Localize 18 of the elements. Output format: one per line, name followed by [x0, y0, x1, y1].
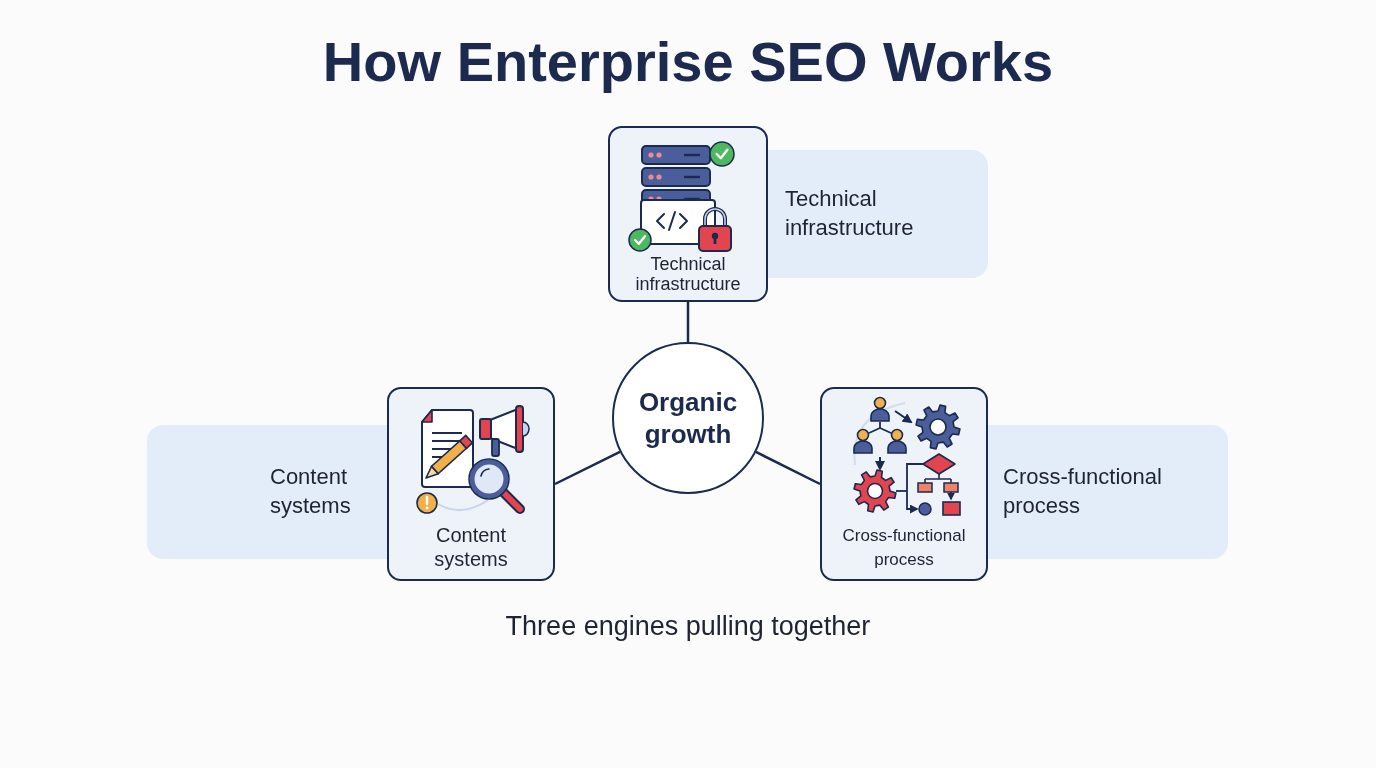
info-band [766, 150, 988, 278]
center-label: Organic growth [637, 385, 739, 451]
caption-text: Three engines pulling together [505, 610, 871, 643]
icon-card [387, 387, 555, 581]
info-band [986, 425, 1228, 559]
icon-card [820, 387, 988, 581]
card-title: Content systems [433, 523, 509, 571]
description-text: Cross-functional process [1003, 463, 1163, 520]
info-band [147, 425, 389, 559]
connector-line [554, 450, 621, 486]
description-text: Technical infrastructure [785, 185, 915, 242]
description-text: Content systems [270, 463, 352, 520]
icon-card [608, 126, 768, 302]
card-title: Technical infrastructure [634, 254, 742, 295]
page-title: How Enterprise SEO Works [322, 30, 1054, 95]
connector-line [755, 450, 821, 486]
card-title: Cross-functional process [841, 525, 967, 571]
connector-line [686, 302, 690, 342]
